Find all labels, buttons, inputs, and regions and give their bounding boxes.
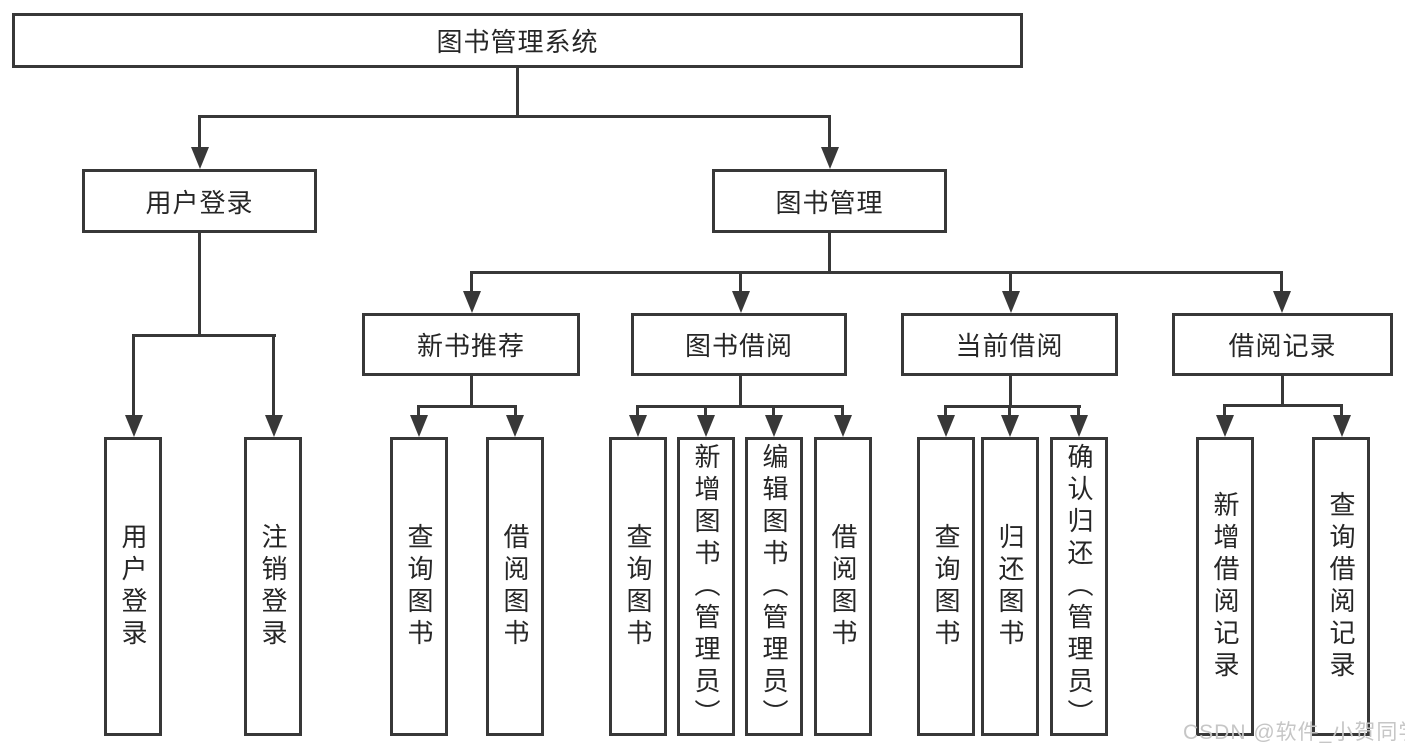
leaf-return-books-label: 归还图书 [995, 522, 1025, 651]
leaf-add-books-admin: 新增图书（管理员） [677, 437, 735, 736]
connector-borrow-records-bar [1223, 404, 1343, 407]
connector-leaf-line [1223, 404, 1226, 417]
arrowhead-icon [1273, 291, 1291, 313]
connector-leaf-line [417, 405, 420, 417]
leaf-query-books-borrow: 查询图书 [609, 437, 667, 736]
leaf-add-borrow-record-label: 新增借阅记录 [1210, 490, 1240, 683]
leaf-query-borrow-record-label: 查询借阅记录 [1326, 490, 1356, 683]
node-book-borrow: 图书借阅 [631, 313, 847, 376]
leaf-add-books-admin-label: 新增图书（管理员） [691, 442, 721, 731]
leaf-confirm-return-admin: 确认归还（管理员） [1050, 437, 1108, 736]
leaf-query-books-recommend: 查询图书 [390, 437, 448, 736]
leaf-confirm-return-admin-label: 确认归还（管理员） [1064, 442, 1094, 731]
connector-user-login-drop [198, 233, 201, 337]
arrowhead-icon [191, 147, 209, 169]
leaf-query-books-borrow-label: 查询图书 [623, 522, 653, 651]
arrowhead-icon [265, 415, 283, 437]
connector-book-management-drop [828, 233, 831, 274]
connector-leaf-line [1340, 404, 1343, 417]
leaf-edit-books-admin: 编辑图书（管理员） [745, 437, 803, 736]
connector-book-borrow-bar [636, 405, 844, 408]
connector-leaf-line [704, 405, 707, 417]
leaf-borrow-books-label: 借阅图书 [828, 522, 858, 651]
leaf-logout: 注销登录 [244, 437, 302, 736]
connector-current-borrow-bar [944, 405, 1081, 408]
leaf-query-books-recommend-label: 查询图书 [404, 522, 434, 651]
connector-leaf-line [772, 405, 775, 417]
arrowhead-icon [463, 291, 481, 313]
node-book-borrow-label: 图书借阅 [684, 331, 793, 361]
arrowhead-icon [732, 291, 750, 313]
arrowhead-icon [1070, 415, 1088, 437]
connector-new-book-recommend-bar [417, 405, 517, 408]
node-new-book-recommend: 新书推荐 [362, 313, 580, 376]
node-library-system-label: 图书管理系统 [436, 27, 599, 57]
leaf-user-login: 用户登录 [104, 437, 162, 736]
arrowhead-icon [1002, 291, 1020, 313]
leaf-edit-books-admin-label: 编辑图书（管理员） [759, 442, 789, 731]
connector-to-book-management [828, 115, 831, 149]
leaf-return-books: 归还图书 [981, 437, 1039, 736]
arrowhead-icon [937, 415, 955, 437]
arrowhead-icon [410, 415, 428, 437]
node-current-borrow: 当前借阅 [901, 313, 1118, 376]
connector-user-login-bar [132, 334, 276, 337]
leaf-query-borrow-record: 查询借阅记录 [1312, 437, 1370, 736]
connector-leaf-line [944, 405, 947, 417]
connector-leaf-line [1008, 405, 1011, 417]
node-new-book-recommend-label: 新书推荐 [416, 331, 525, 361]
connector-book-management-bar [470, 271, 1283, 274]
connector-to-leaf-logout [272, 334, 275, 417]
node-current-borrow-label: 当前借阅 [955, 331, 1064, 361]
connector-leaf-line [841, 405, 844, 417]
leaf-user-login-label: 用户登录 [118, 522, 148, 651]
node-library-system: 图书管理系统 [12, 13, 1023, 68]
node-book-management-label: 图书管理 [775, 187, 884, 218]
arrowhead-icon [629, 415, 647, 437]
connector-to-book-borrow [739, 271, 742, 293]
connector-leaf-line [1077, 405, 1080, 417]
leaf-query-books-current: 查询图书 [917, 437, 975, 736]
node-user-login: 用户登录 [82, 169, 317, 233]
connector-to-user-login [198, 115, 201, 149]
node-user-login-label: 用户登录 [145, 187, 254, 218]
arrowhead-icon [697, 415, 715, 437]
arrowhead-icon [506, 415, 524, 437]
leaf-add-borrow-record: 新增借阅记录 [1196, 437, 1254, 736]
leaf-borrow-books-recommend-label: 借阅图书 [500, 522, 530, 651]
connector-current-borrow-drop [1009, 376, 1012, 408]
connector-leaf-line [636, 405, 639, 417]
arrowhead-icon [1001, 415, 1019, 437]
leaf-borrow-books-recommend: 借阅图书 [486, 437, 544, 736]
arrowhead-icon [765, 415, 783, 437]
arrowhead-icon [834, 415, 852, 437]
arrowhead-icon [125, 415, 143, 437]
node-borrow-records-label: 借阅记录 [1228, 331, 1337, 361]
leaf-logout-label: 注销登录 [258, 522, 288, 651]
csdn-watermark: CSDN @软件_小贺同学 [1183, 721, 1405, 744]
connector-to-current-borrow [1009, 271, 1012, 293]
connector-new-book-recommend-drop [470, 376, 473, 408]
connector-leaf-line [514, 405, 517, 417]
connector-borrow-records-drop [1281, 376, 1284, 407]
leaf-query-books-current-label: 查询图书 [931, 522, 961, 651]
leaf-borrow-books: 借阅图书 [814, 437, 872, 736]
arrowhead-icon [821, 147, 839, 169]
connector-book-borrow-drop [739, 376, 742, 408]
arrowhead-icon [1216, 415, 1234, 437]
connector-to-borrow-records [1280, 271, 1283, 293]
connector-root-bar [198, 115, 831, 118]
node-borrow-records: 借阅记录 [1172, 313, 1393, 376]
node-book-management: 图书管理 [712, 169, 947, 233]
connector-root-drop [516, 66, 519, 118]
connector-to-leaf-login [132, 334, 135, 417]
connector-to-new-book-recommend [470, 271, 473, 293]
arrowhead-icon [1333, 415, 1351, 437]
